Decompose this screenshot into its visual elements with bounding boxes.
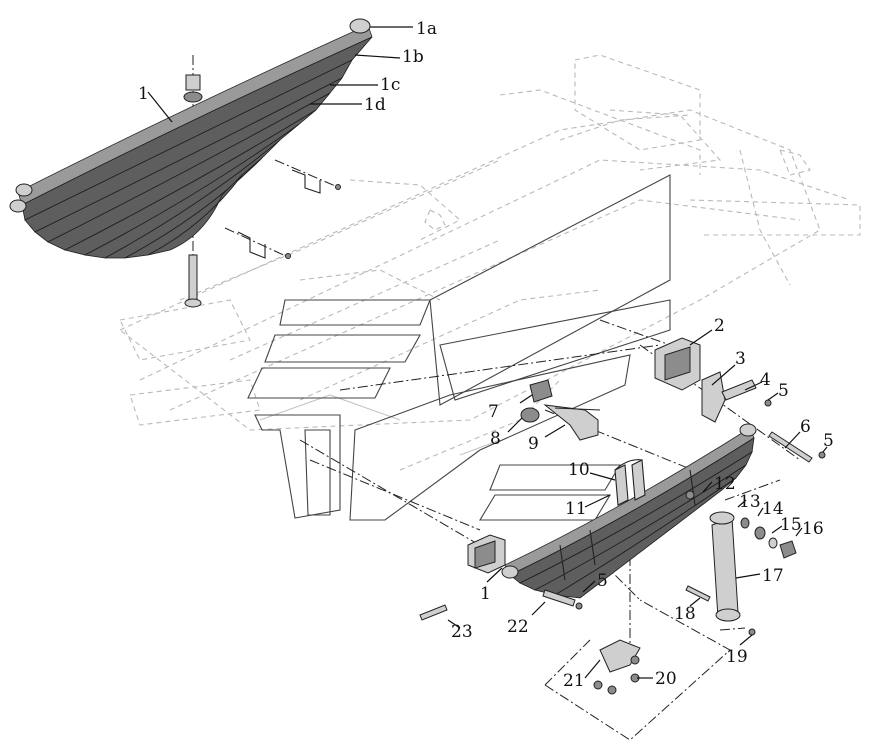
spring-eye-rear-upper (15, 183, 33, 197)
rear-shackle-pin (542, 589, 576, 607)
label-1-lower: 1 (480, 584, 491, 604)
label-23: 23 (451, 622, 473, 642)
vehicle-frame-background (118, 54, 861, 471)
label-4: 4 (760, 370, 771, 390)
shackle-pin (721, 379, 757, 401)
bolt-18 (685, 585, 711, 602)
label-2: 2 (714, 316, 725, 336)
grease-nipple-right (818, 451, 826, 459)
label-20: 20 (655, 669, 677, 689)
washer-13 (740, 517, 750, 529)
label-1-upper: 1 (138, 84, 149, 104)
spring-eye-front (349, 18, 371, 34)
rebound-clip-lower (237, 231, 266, 259)
grease-nipple-upper (764, 399, 772, 407)
lower-spring-eye-right (739, 423, 757, 437)
label-5-right: 5 (823, 431, 834, 451)
center-spacer (185, 74, 201, 91)
label-11: 11 (565, 499, 587, 519)
label-14: 14 (762, 499, 784, 519)
axle-bracket-arm (543, 404, 599, 441)
label-13: 13 (739, 492, 761, 512)
shock-absorber (711, 517, 739, 619)
label-15: 15 (780, 515, 802, 535)
label-18: 18 (674, 604, 696, 624)
axle-pad-assembly (520, 379, 601, 441)
lower-leaf-spring (501, 423, 757, 599)
label-8: 8 (490, 429, 501, 449)
spring-eye-rear-lower (9, 199, 27, 213)
label-17: 17 (762, 566, 784, 586)
label-1a: 1a (416, 19, 437, 39)
center-washer (183, 91, 203, 103)
nut-16 (779, 540, 797, 559)
leader-lines (147, 26, 828, 679)
lower-axle-plate (593, 639, 641, 695)
spring-pin-long (768, 431, 813, 463)
front-hanger-assembly (654, 337, 826, 463)
label-5-upper: 5 (778, 381, 789, 401)
label-9: 9 (528, 434, 539, 454)
bump-stop-cup (520, 407, 540, 423)
label-10: 10 (568, 460, 590, 480)
label-16: 16 (802, 519, 824, 539)
callout-labels: 1a 1b 1c 1d 1 2 3 4 5 6 5 7 8 9 10 11 12… (138, 19, 834, 691)
bump-stop-block (529, 379, 553, 403)
label-3: 3 (735, 349, 746, 369)
label-7: 7 (488, 402, 499, 422)
label-1d: 1d (364, 95, 386, 115)
label-22: 22 (507, 617, 529, 637)
lower-spring-eye-left (501, 565, 519, 579)
rear-hanger-bracket (419, 534, 583, 621)
shock-absorber-assembly (685, 511, 797, 636)
label-5-lower: 5 (597, 571, 608, 591)
rebound-clip-upper (291, 169, 321, 194)
center-bolt (188, 254, 198, 301)
watermark-logo (247, 174, 671, 521)
label-21: 21 (563, 671, 585, 691)
rear-pin (419, 604, 448, 621)
u-bolt-left (614, 464, 629, 506)
washer-14 (754, 526, 766, 540)
upper-leaf-spring (9, 18, 373, 308)
label-6: 6 (800, 417, 811, 437)
label-1c: 1c (380, 75, 400, 95)
shackle-plate (701, 371, 726, 423)
label-1b: 1b (402, 47, 424, 67)
u-bolt-right (631, 459, 646, 501)
label-19: 19 (726, 647, 748, 667)
label-12: 12 (714, 474, 736, 494)
nut-19 (748, 628, 756, 636)
bushing-15 (768, 537, 778, 549)
